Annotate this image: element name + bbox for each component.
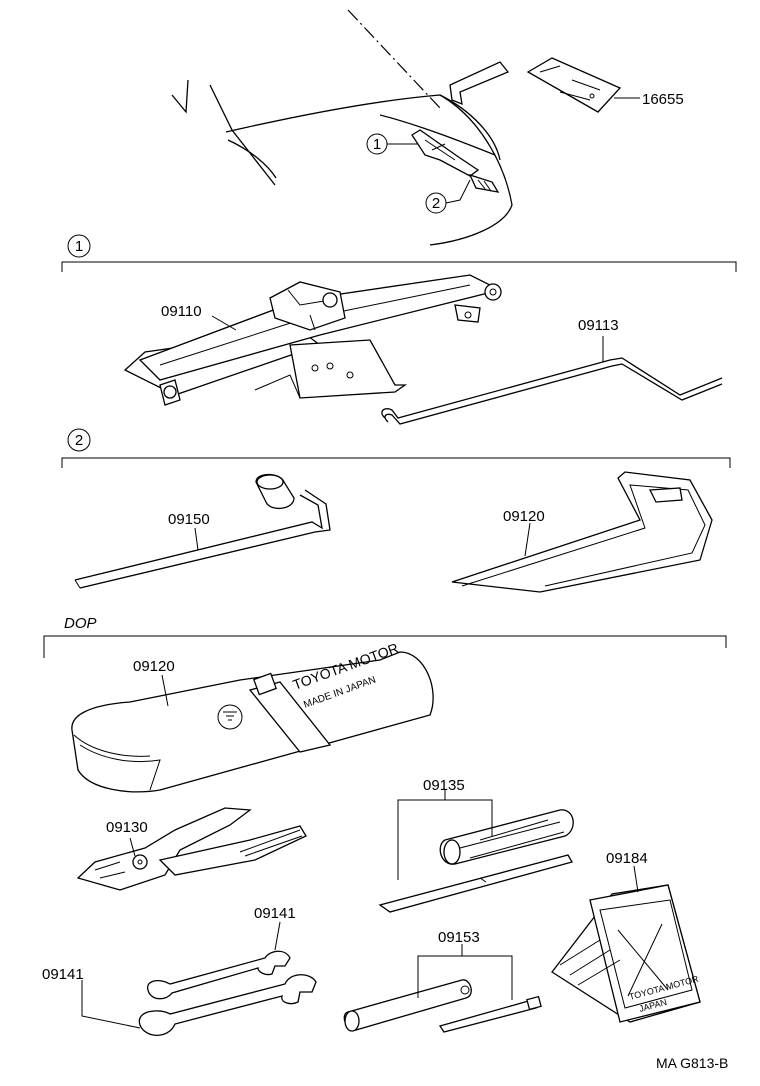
- part-09153-plug-wrench: 09153: [343, 929, 542, 1033]
- svg-text:1: 1: [75, 238, 83, 255]
- svg-text:2: 2: [432, 195, 440, 212]
- drawing-code: MA G813-B: [656, 1055, 728, 1071]
- part-09120-bar: 09120: [451, 471, 713, 593]
- part-number-09130: 09130: [106, 819, 148, 836]
- part-16655-pad: 16655: [526, 57, 684, 113]
- part-number-09141-upper: 09141: [254, 905, 296, 922]
- part-09135-screwdriver: 09135: [378, 777, 574, 913]
- dop-section-header: DOP: [43, 615, 727, 658]
- part-number-09184: 09184: [606, 850, 648, 867]
- part-09130-pliers: 09130: [76, 807, 307, 891]
- overview-callout-2: 2: [425, 179, 471, 214]
- overview-callout-1: 1: [366, 133, 418, 155]
- part-number-09153: 09153: [438, 929, 480, 946]
- part-09150-lug-wrench: 09150: [74, 473, 331, 589]
- part-09110-jack: 09110: [123, 274, 502, 406]
- section-2-header: 2: [61, 428, 731, 468]
- part-09141-wrench-lower: 09141: [42, 966, 317, 1037]
- dop-label: DOP: [64, 615, 97, 632]
- part-09184-chock: TOYOTA MOTOR JAPAN 09184: [551, 850, 701, 1023]
- part-number-09110: 09110: [161, 303, 202, 320]
- part-09141-wrench-upper: 09141: [147, 905, 296, 1000]
- part-number-09135: 09135: [423, 777, 465, 794]
- section-1-header: 1: [61, 234, 737, 272]
- trunk-tools-illustration: [411, 129, 500, 193]
- part-number-09120-bag: 09120: [133, 658, 175, 675]
- svg-text:2: 2: [75, 432, 83, 449]
- part-number-09113: 09113: [578, 317, 619, 334]
- vehicle-overview: [171, 9, 513, 246]
- part-number-09120-bar: 09120: [503, 508, 545, 525]
- part-number-16655: 16655: [642, 91, 684, 108]
- part-number-09150: 09150: [168, 511, 210, 528]
- part-number-09141-lower: 09141: [42, 966, 84, 983]
- svg-text:1: 1: [373, 136, 381, 153]
- part-09120-tool-bag: TOYOTA MOTOR MADE IN JAPAN 09120: [71, 640, 434, 793]
- part-09113-handle: 09113: [381, 317, 723, 425]
